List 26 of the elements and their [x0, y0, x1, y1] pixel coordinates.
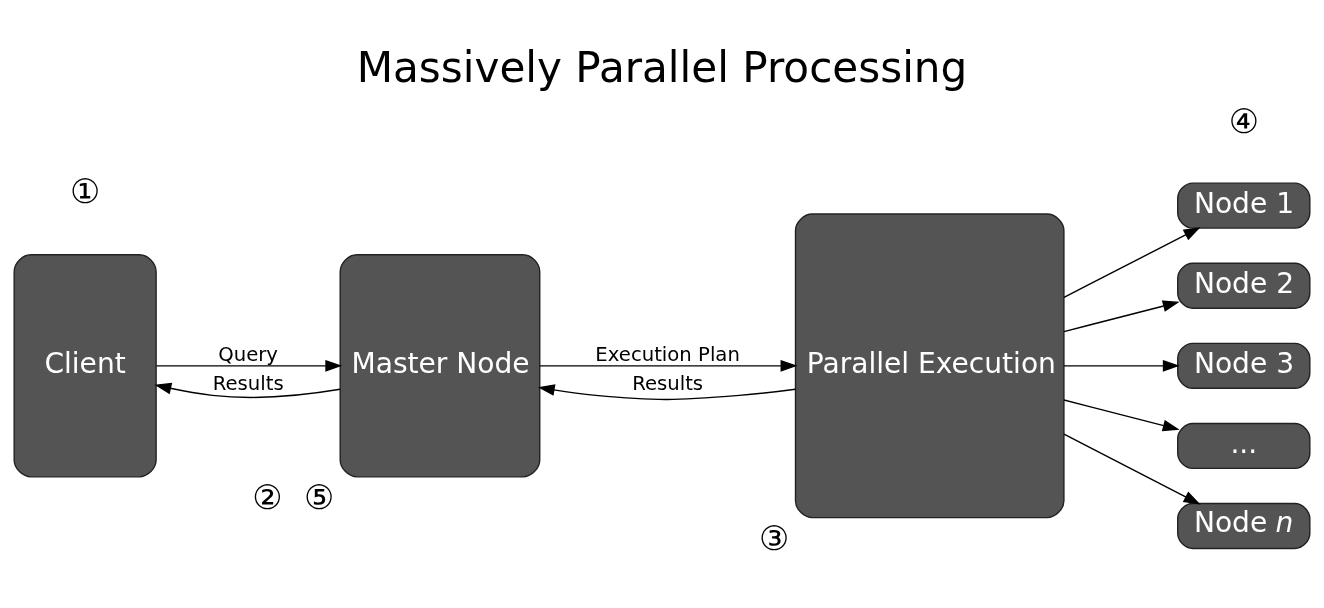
arrow — [1063, 227, 1201, 299]
edge-label: Results — [632, 372, 704, 395]
arrow — [1063, 433, 1201, 505]
node-box: Client — [13, 254, 157, 478]
node-box: Master Node — [339, 254, 541, 478]
arrow — [1063, 359, 1180, 372]
arrow — [539, 359, 798, 372]
edge-label: Query — [218, 342, 279, 366]
node-label: ④ — [1228, 101, 1259, 141]
arrow — [154, 382, 341, 399]
node-box: ... — [1177, 422, 1311, 470]
node-box: Parallel Execution — [794, 213, 1065, 519]
diagram-title: Massively Parallel Processing — [356, 42, 968, 92]
arrow — [155, 359, 343, 372]
node-label: ② ⑤ — [252, 478, 335, 518]
edge-label: Results — [212, 372, 284, 395]
node-label: ③ — [758, 519, 790, 559]
node-box: Node 3 — [1177, 342, 1311, 390]
node-box: Node 1 — [1177, 182, 1311, 229]
arrow — [537, 384, 797, 401]
node-box: Node n — [1177, 502, 1311, 550]
node-box: Node 2 — [1177, 262, 1311, 309]
label: ① — [70, 172, 101, 212]
arrow — [1063, 300, 1180, 333]
arrow — [1063, 399, 1180, 432]
edge-label: Execution Plan — [595, 342, 740, 366]
